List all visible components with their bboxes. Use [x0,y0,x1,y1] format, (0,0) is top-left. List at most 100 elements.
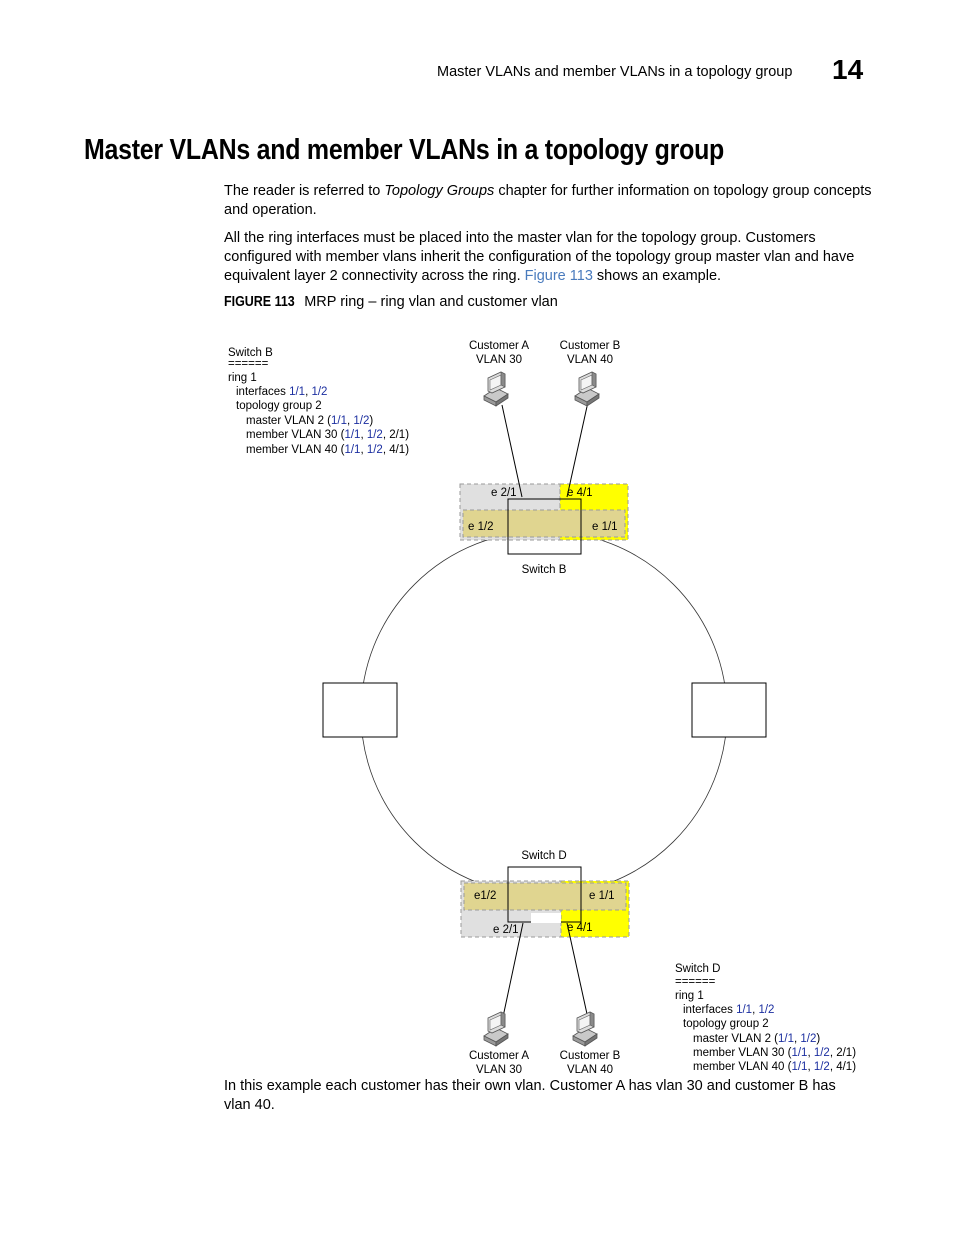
config-b-member40-sep: , [360,444,366,456]
config-d-master-link-2[interactable]: 1/2 [800,1033,816,1045]
cust-b-top-computer-icon [574,371,600,407]
ring-interfaces-paragraph: All the ring interfaces must be placed i… [224,229,872,286]
link-cust-a-bottom [502,922,524,1018]
config-b-member-40-line: member VLAN 40 (1/1, 1/2, 4/1) [246,444,409,456]
config-b-title: Switch B [228,347,273,359]
cust-a-bottom-name: Customer A [469,1050,529,1062]
cust-a-top-computer-icon [483,371,509,407]
config-b-master-link-1[interactable]: 1/1 [331,415,347,427]
config-d-member40-label: member VLAN 40 ( [693,1061,792,1073]
switch-b-config: Switch B ====== ring 1 interfaces 1/1, 1… [228,347,409,456]
config-b-master-label: master VLAN 2 ( [246,415,331,427]
config-b-interfaces-label: interfaces [236,386,289,398]
config-b-member30-sep: , [360,429,366,441]
config-b-member30-link-1[interactable]: 1/1 [344,429,360,441]
config-b-if-sep: , [305,386,311,398]
config-d-master-link-1[interactable]: 1/1 [778,1033,794,1045]
intro-text-end: chapter for further information on topol… [224,183,872,218]
ring-path [360,530,728,896]
config-b-master-vlan-line: master VLAN 2 (1/1, 1/2) [246,415,373,427]
chapter-number: 14 [832,54,864,85]
config-d-ring: ring 1 [675,990,704,1002]
switch-b-label: Switch B [522,564,567,576]
switch-d-notch [531,913,561,923]
config-d-member-30-line: member VLAN 30 (1/1, 1/2, 2/1) [693,1047,856,1059]
config-d-member40-end: , 4/1) [830,1061,856,1073]
figure-113-link[interactable]: Figure 113 [524,268,593,284]
config-d-member30-label: member VLAN 30 ( [693,1047,792,1059]
config-d-member30-end: , 2/1) [830,1047,856,1059]
config-d-member40-link-2[interactable]: 1/2 [814,1061,830,1073]
link-cust-b-bottom [566,922,588,1015]
config-b-if-link-1[interactable]: 1/1 [289,386,305,398]
config-d-if-sep: , [752,1004,758,1016]
cust-b-bottom-name: Customer B [560,1050,621,1062]
cust-a-top-vlan: VLAN 30 [476,354,522,366]
config-b-master-link-2[interactable]: 1/2 [353,415,369,427]
config-d-topology-group: topology group 2 [683,1018,769,1030]
switch-d-label: Switch D [521,850,566,862]
config-b-master-sep: , [347,415,353,427]
intro-paragraph: The reader is referred to Topology Group… [224,182,872,220]
config-b-member30-end: , 2/1) [383,429,409,441]
switch-d-port-e41: e 4/1 [567,922,593,934]
config-d-master-vlan-line: master VLAN 2 (1/1, 1/2) [693,1033,820,1045]
config-b-member40-end: , 4/1) [383,444,409,456]
cust-b-bottom-computer-icon [572,1011,598,1047]
cust-b-top-vlan: VLAN 40 [567,354,613,366]
config-d-interfaces-label: interfaces [683,1004,736,1016]
cust-b-bottom-vlan: VLAN 40 [567,1064,613,1076]
switch-left-box [322,682,398,738]
config-b-underline: ====== [228,358,269,370]
config-b-member30-label: member VLAN 30 ( [246,429,345,441]
ring-interfaces-text: All the ring interfaces must be placed i… [224,230,855,284]
switch-b-port-e12: e 1/2 [468,521,494,533]
config-b-member40-link-2[interactable]: 1/2 [367,444,383,456]
config-d-title: Switch D [675,963,720,975]
switch-b-box [507,498,582,555]
switch-d-port-e21: e 2/1 [493,924,519,936]
config-b-member40-label: member VLAN 40 ( [246,444,345,456]
ring-interfaces-text-end: shows an example. [592,268,722,284]
config-b-member-30-line: member VLAN 30 (1/1, 1/2, 2/1) [246,429,409,441]
config-d-if-link-1[interactable]: 1/1 [736,1004,752,1016]
switch-d-port-e11: e 1/1 [589,890,615,902]
config-d-member-40-line: member VLAN 40 (1/1, 1/2, 4/1) [693,1061,856,1073]
config-d-member40-link-1[interactable]: 1/1 [791,1061,807,1073]
switch-b-port-e21: e 2/1 [491,487,517,499]
config-d-master-label: master VLAN 2 ( [693,1033,778,1045]
figure-label: FIGURE 113 [224,294,295,310]
config-d-member40-sep: , [807,1061,813,1073]
config-b-ring: ring 1 [228,372,257,384]
intro-text-start: The reader is referred to [224,183,385,199]
cust-a-bottom-computer-icon [483,1011,509,1047]
config-d-if-link-2[interactable]: 1/2 [758,1004,774,1016]
config-b-member30-link-2[interactable]: 1/2 [367,429,383,441]
config-b-if-link-2[interactable]: 1/2 [311,386,327,398]
config-d-master-close: ) [816,1033,820,1045]
figure-title: MRP ring – ring vlan and customer vlan [304,294,558,310]
section-title: Master VLANs and member VLANs in a topol… [84,134,725,166]
config-b-topology-group: topology group 2 [236,400,322,412]
config-d-member30-link-1[interactable]: 1/1 [791,1047,807,1059]
switch-d-config: Switch D ====== ring 1 interfaces 1/1, 1… [675,963,856,1073]
switch-d-ring-vlan-region [463,882,627,911]
figure-caption: FIGURE 113 MRP ring – ring vlan and custo… [224,294,558,310]
running-header-title: Master VLANs and member VLANs in a topol… [437,64,793,80]
link-cust-a-top [501,404,523,498]
config-d-underline: ====== [675,976,716,988]
topology-groups-reference: Topology Groups [384,183,495,199]
config-d-master-sep: , [794,1033,800,1045]
link-cust-b-top [566,401,589,498]
cust-a-top-name: Customer A [469,340,529,352]
config-b-member40-link-1[interactable]: 1/1 [344,444,360,456]
config-d-member30-link-2[interactable]: 1/2 [814,1047,830,1059]
cust-b-top-name: Customer B [560,340,621,352]
cust-a-bottom-vlan: VLAN 30 [476,1064,522,1076]
example-paragraph: In this example each customer has their … [224,1078,836,1113]
config-d-member30-sep: , [807,1047,813,1059]
config-b-master-close: ) [369,415,373,427]
switch-right-box [691,682,767,738]
switch-b-port-e41: e 4/1 [567,487,593,499]
